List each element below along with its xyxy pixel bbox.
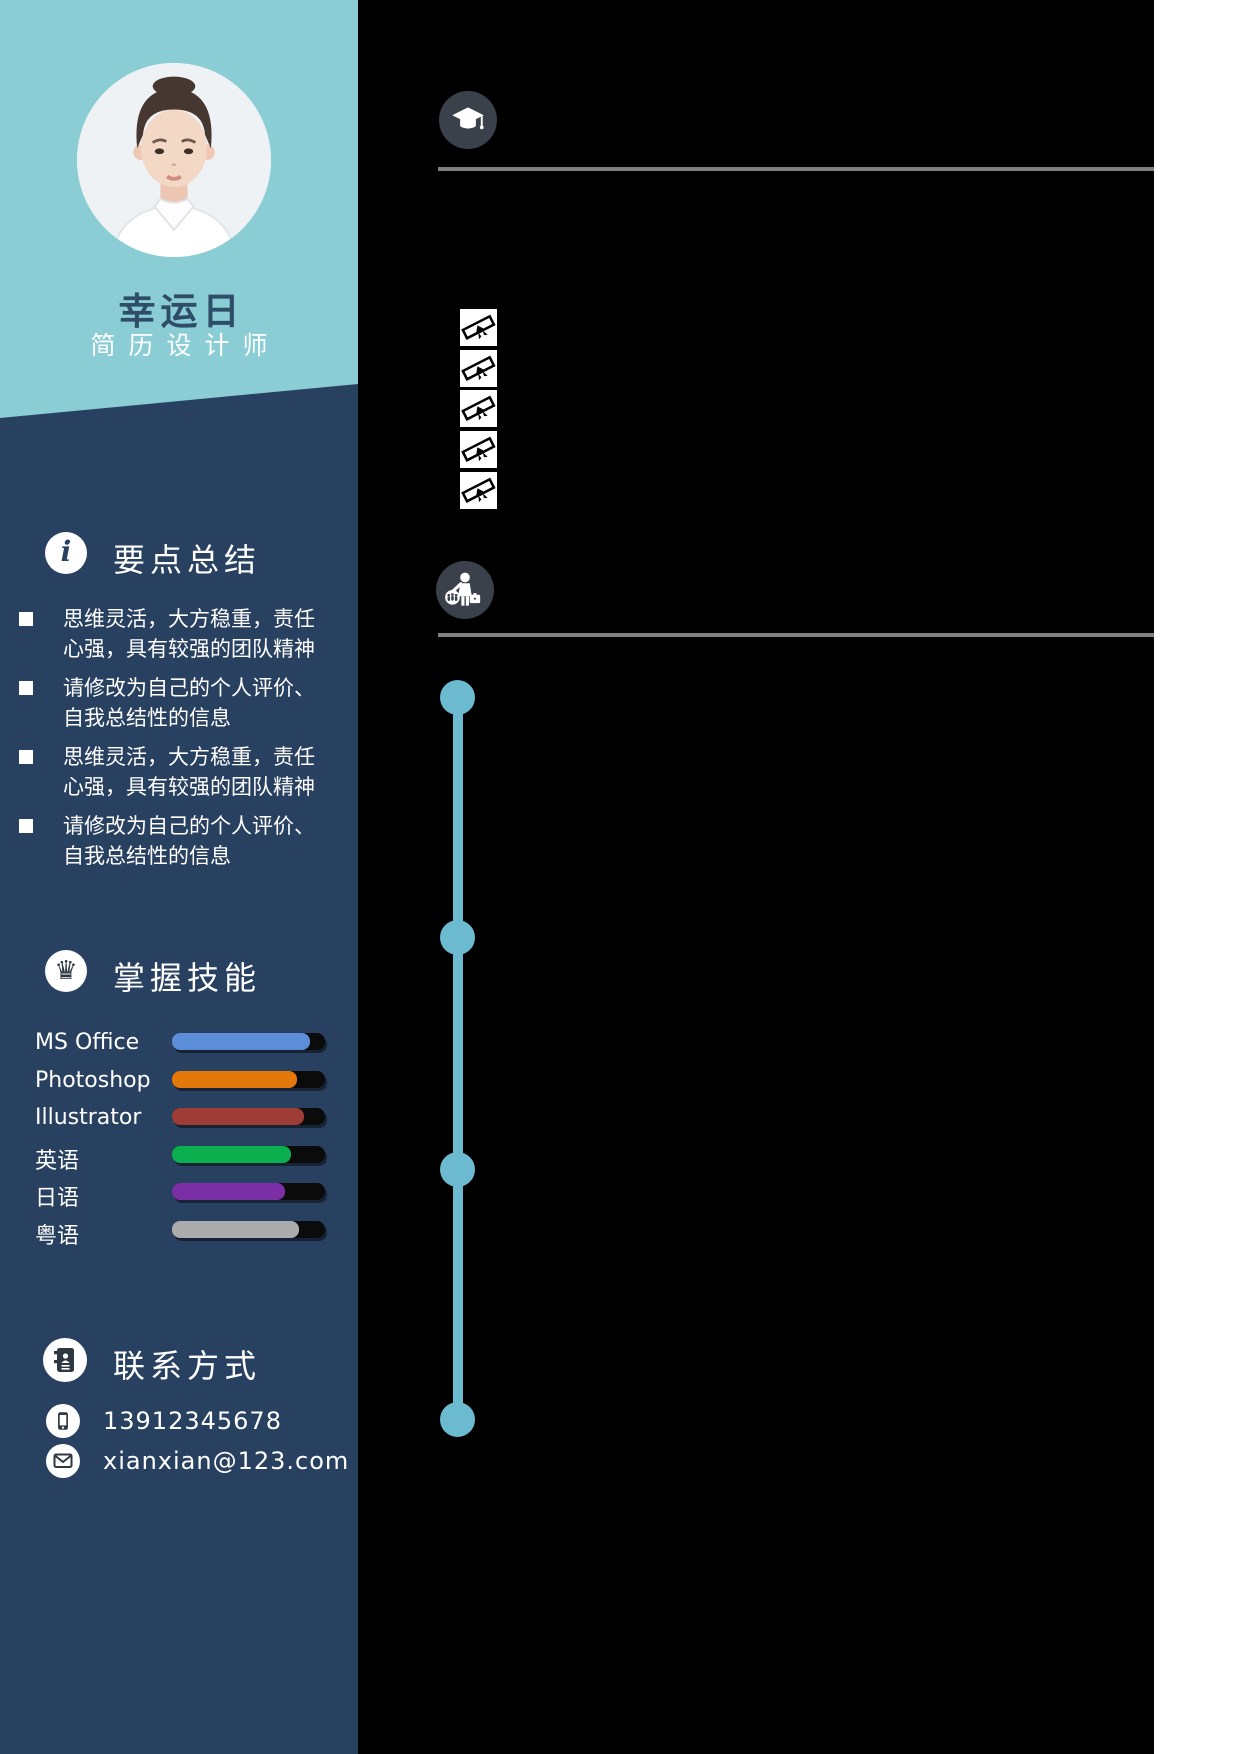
smartphone-icon [46,1404,80,1438]
diploma-icon [460,472,497,509]
skill-label: Illustrator [35,1105,142,1130]
skill-bar-track [172,1070,325,1088]
sidebar: 幸运日 简历设计师 i 要点总结 思维灵活，大方稳重，责任心强，具有较强的团队精… [0,0,358,1754]
phone-row: 13912345678 [0,1403,358,1443]
skills-heading: 掌握技能 [113,959,262,997]
summary-list: 思维灵活，大方稳重，责任心强，具有较强的团队精神 请修改为自己的个人评价、自我总… [0,604,358,880]
timeline-dot [440,1402,475,1437]
skill-bar-fill [172,1070,298,1088]
skill-label: Photoshop [35,1067,151,1093]
summary-item: 思维灵活，大方稳重，责任心强，具有较强的团队精神 [0,742,330,802]
diploma-icon [460,390,497,427]
skill-label: MS Office [35,1030,140,1055]
crown-icon: ♛ [45,950,87,992]
contact-heading: 联系方式 [113,1347,262,1385]
skill-bar-fill [172,1220,299,1238]
square-bullet-icon [19,819,33,833]
skill-row: MS Office [0,1026,358,1064]
skills-section-header: ♛ 掌握技能 [0,950,358,997]
summary-section-header: i 要点总结 [0,532,358,579]
skill-bar-fill [172,1145,292,1163]
avatar-illustration [77,63,271,257]
skill-bar-fill [172,1183,286,1200]
skill-bar-track [172,1145,325,1163]
summary-heading: 要点总结 [113,541,262,579]
square-bullet-icon [19,681,33,695]
summary-item: 请修改为自己的个人评价、自我总结性的信息 [0,673,330,733]
graduation-cap-icon [439,91,497,149]
email-address: xianxian@123.com [103,1447,350,1475]
square-bullet-icon [19,612,33,626]
person-name: 幸运日 [118,290,245,333]
skill-row: 英语 [0,1139,358,1177]
section-divider [438,633,1154,637]
skill-label: 日语 [35,1186,80,1211]
skill-bar-fill [172,1033,310,1050]
diploma-icon [460,431,497,468]
diploma-icon [460,350,497,387]
skill-row: 日语 [0,1176,358,1214]
skill-bar-track [172,1220,325,1238]
timeline-dot [440,1152,475,1187]
skill-label: 粤语 [35,1223,80,1249]
contact-section-header: 联系方式 [0,1338,358,1385]
contact-rows: 13912345678 xianxian@123.com [0,1403,358,1483]
summary-item: 请修改为自己的个人评价、自我总结性的信息 [0,811,330,871]
email-row: xianxian@123.com [0,1443,358,1483]
skill-bar-track [172,1183,325,1200]
businessman-icon [436,561,494,619]
skill-bar-fill [172,1108,304,1125]
square-bullet-icon [19,750,33,764]
info-icon: i [45,532,87,574]
skill-bar-track [172,1108,325,1125]
skills-list: MS Office Photoshop Illustrator 英语 [0,1026,358,1251]
main-content-area [358,0,1154,1754]
skill-row: Photoshop [0,1064,358,1102]
summary-item: 思维灵活，大方稳重，责任心强，具有较强的团队精神 [0,604,330,664]
skill-bar-track [172,1033,325,1050]
section-divider [438,167,1154,171]
timeline-dot [440,920,475,955]
skill-label: 英语 [35,1148,80,1174]
timeline-dot [440,680,475,715]
avatar [77,63,271,257]
phone-number: 13912345678 [103,1407,282,1435]
envelope-icon [46,1444,80,1478]
diploma-icon [460,309,497,346]
skill-row: 粤语 [0,1214,358,1252]
timeline-line [453,698,463,1420]
contacts-book-icon [43,1338,87,1382]
skill-row: Illustrator [0,1101,358,1139]
person-title: 简历设计师 [90,331,281,360]
